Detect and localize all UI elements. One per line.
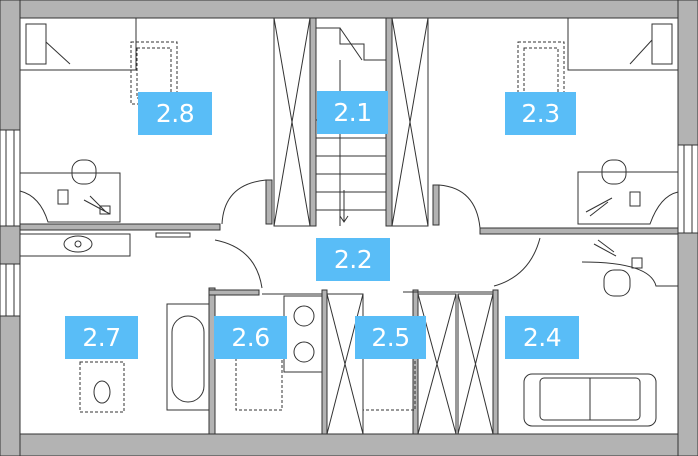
room-label-2-3: 2.3 [505,92,576,135]
door-bathroom [214,239,263,289]
wall-left-lower [0,315,21,456]
wall-room23-left [432,184,440,226]
wall-right-upper [677,0,698,146]
room-label-2-5: 2.5 [355,316,426,359]
wall-room28-bottom [19,223,221,231]
wall-bottom [0,433,698,456]
room-label-2-6: 2.6 [214,316,287,359]
sofa [523,373,657,427]
room-label-2-4: 2.4 [505,316,579,359]
window-left-lower [0,264,21,316]
wall-room28-right [265,179,273,225]
wall-room23-bottom [479,227,679,235]
door-room-2-3 [438,184,481,229]
wardrobe-left [273,17,311,227]
room-label-2-8: 2.8 [138,92,212,135]
toilet [79,361,125,413]
wardrobe-right [391,17,429,227]
wall-laundry-right [321,289,328,435]
wall-bath-right [208,287,216,435]
room-label-2-1: 2.1 [317,91,388,134]
cabinet-2-6 [235,355,283,411]
door-room-2-4 [493,237,541,287]
wall-left-mid [0,225,21,265]
wall-laundry-top [208,289,260,296]
window-right [677,145,698,233]
closet-2-5-right [417,293,457,435]
room-label-2-7: 2.7 [65,316,138,359]
bathtub [166,303,210,411]
desk-room-2-8 [19,159,121,223]
closet-2-4 [457,293,494,435]
window-left-upper [0,130,21,226]
wall-closet-right [492,289,499,435]
wall-left-upper [0,0,21,131]
room-label-2-2: 2.2 [316,238,390,281]
cabinet-2-5 [362,357,416,411]
wall-top [0,0,698,19]
radiator-bathroom [155,232,191,238]
closet-2-5-left [326,293,364,435]
desk-room-2-4 [581,233,679,297]
wall-stair-left [309,17,317,227]
washer-dryer [283,295,323,373]
wall-right-lower [677,232,698,456]
sink-bathroom [19,233,131,257]
door-room-2-8 [221,179,267,225]
desk-room-2-3 [577,159,679,225]
